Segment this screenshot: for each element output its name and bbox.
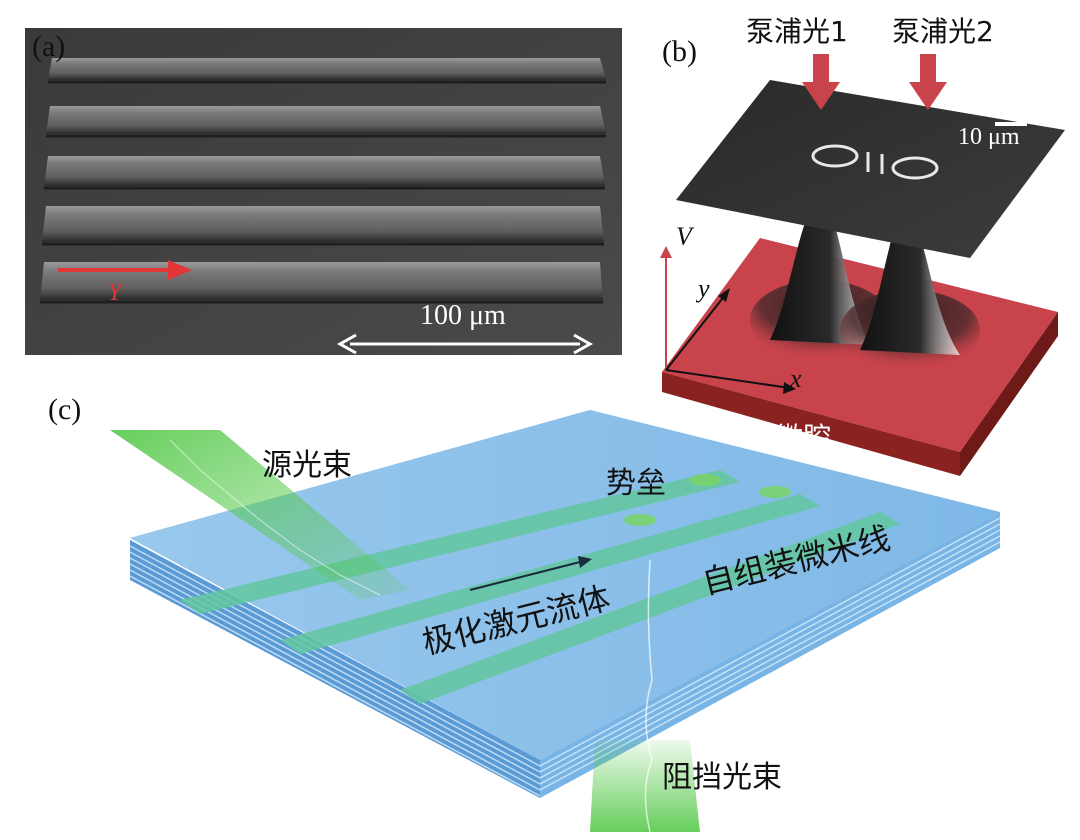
- blocked-beam-label: 阻挡光束: [662, 752, 782, 796]
- barrier-label: 势垒: [606, 458, 666, 502]
- source-beam-label: 源光束: [262, 440, 352, 484]
- panel-c-label: (c): [48, 393, 81, 427]
